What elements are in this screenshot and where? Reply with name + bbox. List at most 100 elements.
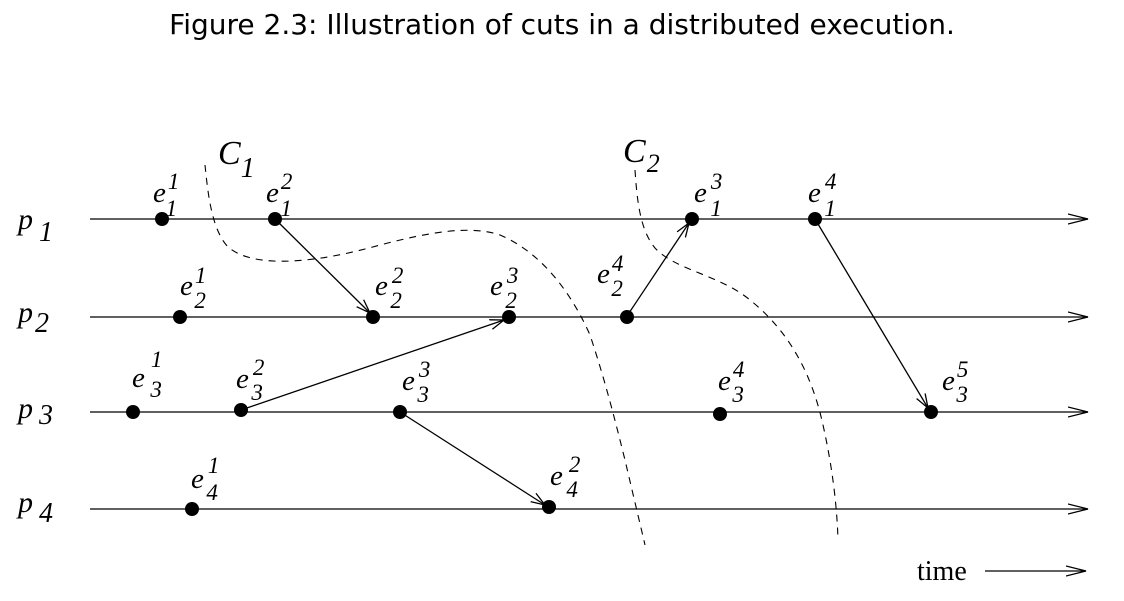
message-arrow-e33-e42 — [399, 411, 545, 505]
event-letter: e — [490, 270, 503, 302]
message-arrow-e14-e35 — [814, 218, 928, 408]
event-letter: e — [191, 463, 204, 495]
process-label-base: p — [16, 486, 33, 519]
event-letter: e — [402, 365, 415, 397]
event-dot — [620, 310, 634, 324]
event-label: e1 3 — [132, 347, 162, 402]
event-dot — [542, 500, 556, 514]
event-dot — [126, 405, 140, 419]
event-e31: e1 3 — [126, 347, 162, 419]
message-arrow-e24-e13 — [626, 223, 689, 317]
event-subscript: 1 — [824, 196, 836, 221]
event-dot — [924, 405, 938, 419]
process-label-sub: 1 — [39, 217, 53, 248]
event-superscript: 2 — [253, 355, 265, 380]
event-letter: e — [718, 365, 731, 397]
event-subscript: 4 — [566, 477, 578, 502]
event-subscript: 1 — [166, 196, 178, 221]
event-subscript: 3 — [250, 380, 263, 405]
cut-label-base: C — [623, 133, 646, 170]
process-label-base: p — [16, 296, 33, 329]
event-letter: e — [597, 258, 610, 290]
event-subscript: 2 — [390, 288, 402, 313]
cut-line-c1 — [204, 164, 646, 546]
event-dot — [393, 405, 407, 419]
figure-title: Figure 2.3: Illustration of cuts in a di… — [169, 8, 955, 41]
cut-label-sub: 2 — [647, 149, 660, 178]
event-superscript: 3 — [418, 357, 431, 382]
time-label: time — [917, 556, 967, 587]
process-label-sub: 4 — [39, 498, 53, 529]
event-subscript: 3 — [731, 382, 744, 407]
event-letter: e — [694, 177, 707, 209]
event-subscript: 2 — [611, 276, 623, 301]
event-subscript: 1 — [280, 196, 292, 221]
cut-label-base: C — [218, 135, 241, 172]
event-superscript: 1 — [195, 263, 207, 288]
event-superscript: 3 — [710, 169, 723, 194]
event-subscript: 3 — [416, 382, 429, 407]
event-dot — [685, 212, 699, 226]
process-label-base: p — [16, 203, 33, 236]
event-dot — [268, 212, 282, 226]
event-subscript: 3 — [955, 382, 968, 407]
cut-label-c1: C1 — [218, 135, 255, 184]
event-superscript: 4 — [733, 357, 745, 382]
message-arrow-e12-e22 — [274, 218, 370, 313]
event-letter: e — [375, 270, 388, 302]
event-letter: e — [132, 362, 145, 394]
event-letter: e — [808, 177, 821, 209]
event-letter: e — [942, 365, 955, 397]
event-dot — [155, 212, 169, 226]
event-superscript: 5 — [957, 357, 969, 382]
event-dot — [366, 310, 380, 324]
event-dot — [713, 407, 727, 421]
event-letter: e — [153, 177, 166, 209]
event-letter: e — [180, 270, 193, 302]
event-dot — [234, 403, 248, 417]
event-dot — [808, 212, 822, 226]
event-superscript: 1 — [151, 347, 163, 372]
event-superscript: 4 — [825, 169, 837, 194]
process-label-base: p — [16, 392, 33, 425]
event-superscript: 2 — [392, 263, 404, 288]
event-superscript: 1 — [168, 169, 178, 194]
event-letter: e — [550, 460, 563, 492]
event-subscript: 2 — [194, 288, 206, 313]
cut-label-sub: 1 — [241, 153, 255, 184]
cut-line-c2 — [634, 169, 839, 541]
process-label-p2: p2 — [16, 296, 49, 339]
process-label-sub: 2 — [35, 308, 49, 339]
event-dot — [185, 502, 199, 516]
event-dot — [173, 310, 187, 324]
cut-label-c2: C2 — [623, 133, 660, 178]
event-subscript: 1 — [710, 196, 722, 221]
event-subscript: 3 — [149, 377, 162, 402]
event-subscript: 2 — [505, 288, 517, 313]
process-label-sub: 3 — [38, 400, 53, 431]
